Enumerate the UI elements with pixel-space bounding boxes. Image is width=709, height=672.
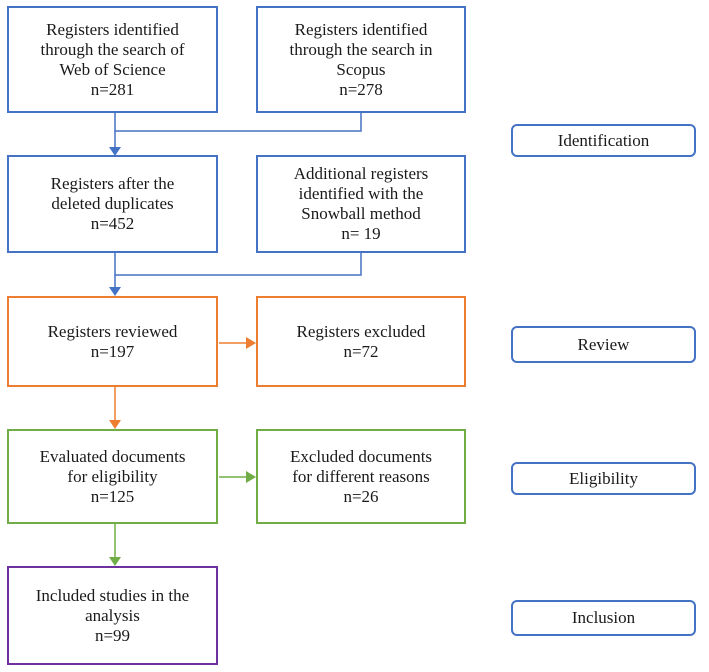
- excluded-documents-box: Excluded documents for different reasons…: [256, 429, 466, 524]
- snowball-records-box: Additional registers identified with the…: [256, 155, 466, 253]
- eligibility-documents-box: Evaluated documents for eligibility n=12…: [7, 429, 218, 524]
- reviewed-records-text: Registers reviewed n=197: [47, 321, 178, 361]
- excluded-records-text: Registers excluded n=72: [296, 321, 426, 361]
- phase-eligibility-text: Eligibility: [569, 468, 638, 488]
- phase-review-text: Review: [577, 334, 630, 354]
- phase-inclusion-text: Inclusion: [571, 608, 636, 627]
- wos-records-text: Registers identified through the search …: [40, 19, 185, 99]
- reviewed-records-box: Registers reviewed n=197: [7, 296, 218, 387]
- snowball-records-text: Additional registers identified with the…: [293, 164, 429, 243]
- phase-identification-label: Identification: [511, 124, 696, 157]
- scopus-records-box: Registers identified through the search …: [256, 6, 466, 113]
- excluded-records-box: Registers excluded n=72: [256, 296, 466, 387]
- phase-eligibility-label: Eligibility: [511, 462, 696, 495]
- connector-identification-merge: [114, 113, 362, 132]
- scopus-records-text: Registers identified through the search …: [289, 19, 433, 99]
- arrowhead-included: [109, 557, 121, 566]
- included-studies-box: Included studies in the analysis n=99: [7, 566, 218, 665]
- arrowhead-excluded-registers: [246, 337, 256, 349]
- wos-records-box: Registers identified through the search …: [7, 6, 218, 113]
- deduplicated-records-text: Registers after the deleted duplicates n…: [50, 174, 175, 233]
- included-studies-text: Included studies in the analysis n=99: [35, 585, 190, 645]
- excluded-documents-text: Excluded documents for different reasons…: [289, 446, 433, 506]
- phase-inclusion-label: Inclusion: [511, 600, 696, 636]
- arrowhead-deduplicated: [109, 147, 121, 156]
- phase-identification-text: Identification: [557, 130, 650, 150]
- arrowhead-excluded-documents: [246, 471, 256, 483]
- deduplicated-records-box: Registers after the deleted duplicates n…: [7, 155, 218, 253]
- arrowhead-reviewed: [109, 287, 121, 296]
- connector-snowball-merge: [114, 253, 362, 276]
- eligibility-documents-text: Evaluated documents for eligibility n=12…: [39, 446, 186, 506]
- arrowhead-eligibility: [109, 420, 121, 429]
- phase-review-label: Review: [511, 326, 696, 363]
